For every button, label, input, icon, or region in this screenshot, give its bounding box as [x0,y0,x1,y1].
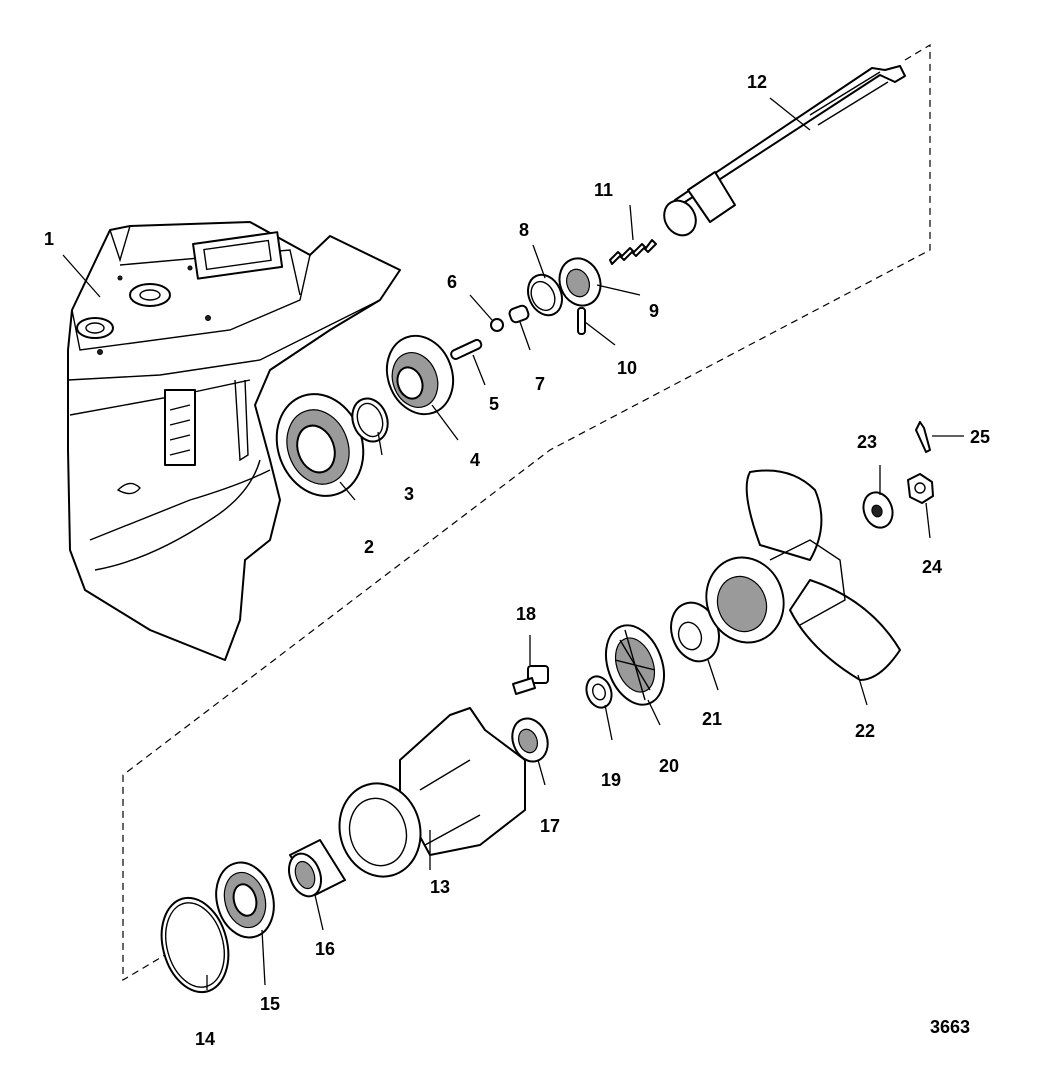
reverse-gear-4-part [385,334,455,416]
callout-4-label: 4 [470,450,480,470]
clutch-9-part [558,257,602,307]
ball-6-part [490,318,504,332]
o-ring-14-part [160,896,230,994]
callout-17-label: 17 [540,816,560,836]
nut-24-part [907,473,934,504]
callout-7-label: 7 [535,374,545,394]
cotter-pin-25-part [915,421,931,453]
assembly-boundary-dashed-line [122,43,931,982]
shim-3-part [351,397,389,443]
forward-gear-20-part [605,624,665,706]
callout-2-label: 2 [364,537,374,557]
callout-22-label: 22 [855,721,875,741]
leader-lines [62,97,964,990]
callout-12-label: 12 [747,72,767,92]
callout-1-label: 1 [44,229,54,249]
callout-24-label: 24 [922,557,942,577]
callout-9-label: 9 [649,301,659,321]
callout-25-label: 25 [970,427,990,447]
pin-5-part [450,338,483,360]
callout-18-label: 18 [516,604,536,624]
ball-bearing-15-part [215,861,275,939]
propeller-shaft-12-part [663,65,906,237]
callout-8-label: 8 [519,220,529,240]
washer-19-part [585,675,613,709]
callout-14-label: 14 [195,1029,215,1049]
propeller-22-part [705,469,901,681]
figure-number: 3663 [930,1017,970,1037]
callout-6-label: 6 [447,272,457,292]
callout-3-label: 3 [404,484,414,504]
cam-follower-7-part [508,304,530,324]
callout-5-label: 5 [489,394,499,414]
callout-13-label: 13 [430,877,450,897]
spring-11-part [609,239,657,265]
screw-18-part [512,665,549,695]
cross-pin-10-part [577,307,586,335]
gear-housing-part [67,221,401,661]
callout-19-label: 19 [601,770,621,790]
callout-23-label: 23 [857,432,877,452]
callout-10-label: 10 [617,358,637,378]
callout-20-label: 20 [659,756,679,776]
ball-bearing-2-part [275,393,365,497]
callout-21-label: 21 [702,709,722,729]
bearing-carrier-13-part [338,707,526,878]
callout-16-label: 16 [315,939,335,959]
callout-15-label: 15 [260,994,280,1014]
callout-11-label: 11 [594,180,613,200]
needle-bearing-16-part [288,839,346,898]
